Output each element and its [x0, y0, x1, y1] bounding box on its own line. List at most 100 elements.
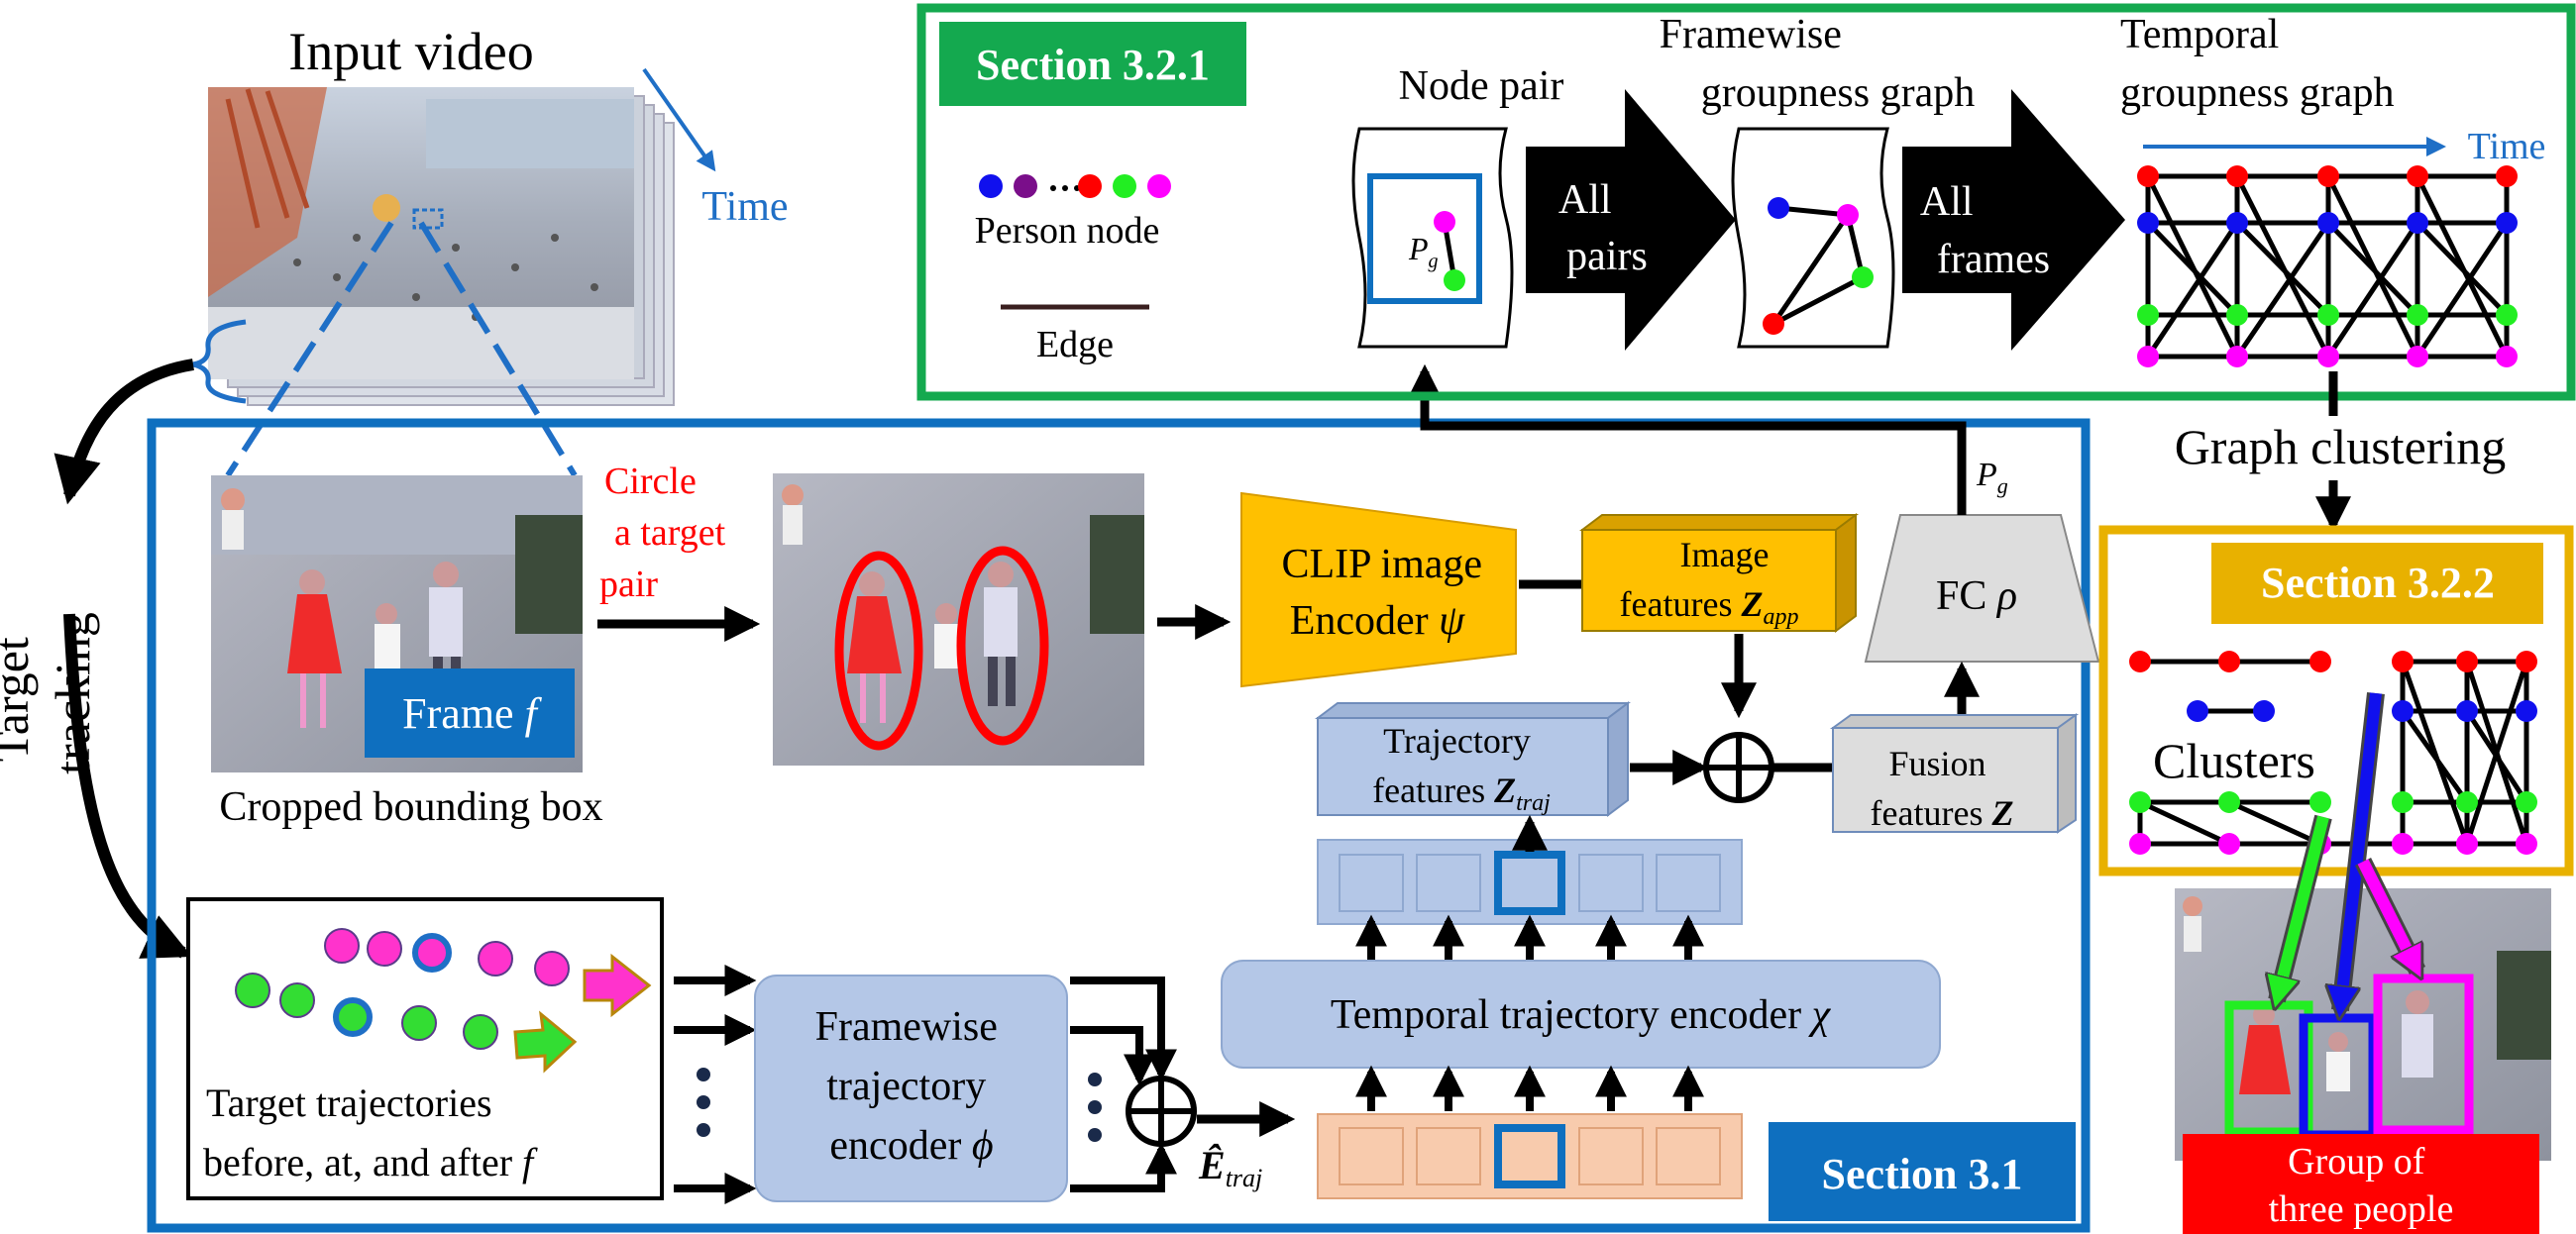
temporal-graph-edge [2326, 221, 2419, 317]
temporal-trajectory-encoder [1221, 960, 1941, 1069]
cluster-graph-edge [2400, 709, 2470, 804]
framewise-to-sum-arrows [1070, 977, 1177, 1192]
frame-f-label: Frame f [402, 689, 542, 738]
trajectory-token-row [1317, 839, 1743, 925]
cluster-graph-node [2392, 700, 2414, 722]
temporal-graph-node [2496, 212, 2518, 234]
temporal-time-label: Time [2468, 126, 2546, 167]
temporal-graph-node [2137, 165, 2159, 187]
edge-label: Edge [1036, 324, 1114, 365]
vertical-ellipsis-right [1088, 1073, 1102, 1142]
cluster-graph-node [2218, 833, 2240, 855]
temporal-encoder-input-arrows [1355, 1065, 1704, 1111]
section-3-2-2-frame [2098, 525, 2574, 876]
temporal-encoder-label: Temporal trajectory encoder χ [1331, 992, 1832, 1038]
section-3-1-label: Section 3.1 [1822, 1150, 2023, 1198]
group-caption-badge [2183, 1134, 2539, 1234]
frame-f-badge [365, 668, 575, 758]
trajectory-features-block [1315, 701, 1631, 817]
temporal-graph-node [2407, 212, 2428, 234]
temporal-graph-node [2226, 212, 2248, 234]
fc-rho-label: FC ρ [1936, 573, 2017, 619]
cluster-graph-node [2516, 651, 2537, 672]
node-pair-magenta-node [1434, 211, 1455, 233]
node-pair-title: Node pair [1399, 63, 1564, 109]
trajectory-dots [235, 928, 652, 1074]
cluster-graph-node [2187, 700, 2208, 722]
person-node-label: Person node [975, 210, 1160, 252]
section-3-2-1-badge [939, 22, 1246, 106]
group-caption: Group of three people [2269, 1141, 2454, 1230]
temporal-graph-node [2137, 212, 2159, 234]
time-arrow [642, 67, 716, 172]
image-features-block [1579, 513, 1859, 633]
all-pairs-label: All pairs [1558, 177, 1648, 279]
etraj-label: Êtraj [1198, 1143, 1262, 1192]
trajectory-to-framewise-arrows [674, 965, 757, 1204]
temporal-graph-edge [2415, 221, 2509, 317]
temporal-graph-node [2137, 304, 2159, 326]
temporal-graph-node [2496, 304, 2518, 326]
target-trajectories-label: Target trajectories before, at, and afte… [203, 1080, 538, 1184]
all-pairs-arrow [1526, 89, 1736, 351]
node-pair-green-node [1444, 269, 1465, 291]
temporal-graph-node [2407, 346, 2428, 367]
cluster-graph-node [2253, 700, 2275, 722]
temporal-graph-node [2226, 346, 2248, 367]
cluster-graph-node [2456, 651, 2478, 672]
image-features-label: Image features Zapp [1620, 535, 1799, 630]
temporal-graph-node [2317, 165, 2339, 187]
temporal-graph-edge [2325, 221, 2420, 359]
cluster-graph-node [2129, 791, 2151, 813]
temporal-graph-node [2496, 346, 2518, 367]
section-3-2-1-frame [916, 3, 2576, 401]
circle-pair-label: Circle a target pair [599, 461, 735, 605]
fusion-features-block [1829, 713, 2080, 834]
feature-sum-operator [1703, 732, 1774, 803]
framewise-graph-title: Framewise groupness graph [1660, 12, 1976, 116]
framewise-graph-card [1731, 127, 1895, 349]
section-3-2-1-label: Section 3.2.1 [976, 41, 1210, 89]
cluster-graph-node [2456, 833, 2478, 855]
cluster-graph-node [2218, 651, 2240, 672]
node-pair-pg-label: Pg [1408, 231, 1439, 272]
cluster-graph-node [2456, 791, 2478, 813]
temporal-graph-edge [2146, 221, 2239, 317]
person-node-legend-dots [979, 174, 1171, 198]
temporal-graph-node [2407, 165, 2428, 187]
cluster-graph-node [2129, 651, 2151, 672]
clip-encoder-block [1240, 491, 1517, 688]
zoom-lines [225, 221, 578, 477]
cluster-graph-node [2516, 791, 2537, 813]
cluster-graph-edge [2464, 661, 2529, 845]
framewise-trajectory-encoder [754, 975, 1068, 1202]
cluster-graph-node [2309, 791, 2331, 813]
temporal-graph-node [2317, 304, 2339, 326]
temporal-graph-node [2317, 212, 2339, 234]
node-pair-highlight [1367, 173, 1482, 304]
cluster-graph-node [2218, 791, 2240, 813]
time-label: Time [701, 184, 788, 230]
video-frame-front [208, 87, 634, 379]
section-3-2-2-label: Section 3.2.2 [2261, 559, 2495, 607]
cluster-graph-node [2516, 833, 2537, 855]
cluster-graph-node [2516, 700, 2537, 722]
input-video-title: Input video [288, 22, 533, 81]
cluster-graph-node [2392, 791, 2414, 813]
cluster-graph-node [2392, 833, 2414, 855]
section-3-1-badge [1769, 1122, 2076, 1221]
fusion-features-label: Fusion features Z [1871, 744, 2014, 833]
video-frame-stack [208, 87, 675, 406]
clusters-label: Clusters [2153, 733, 2315, 788]
pg-label: Pg [1976, 457, 2008, 498]
group-image [2175, 888, 2551, 1161]
cluster-graph-node [2309, 651, 2331, 672]
embedding-token-row [1317, 1113, 1743, 1199]
cluster-graph-node [2392, 651, 2414, 672]
embedding-sum-operator [1126, 1076, 1197, 1147]
temporal-graph-edge [2234, 221, 2331, 359]
temporal-graph-node [2226, 165, 2248, 187]
cluster-graph-node [2456, 700, 2478, 722]
temporal-graph-edge [2415, 221, 2510, 359]
